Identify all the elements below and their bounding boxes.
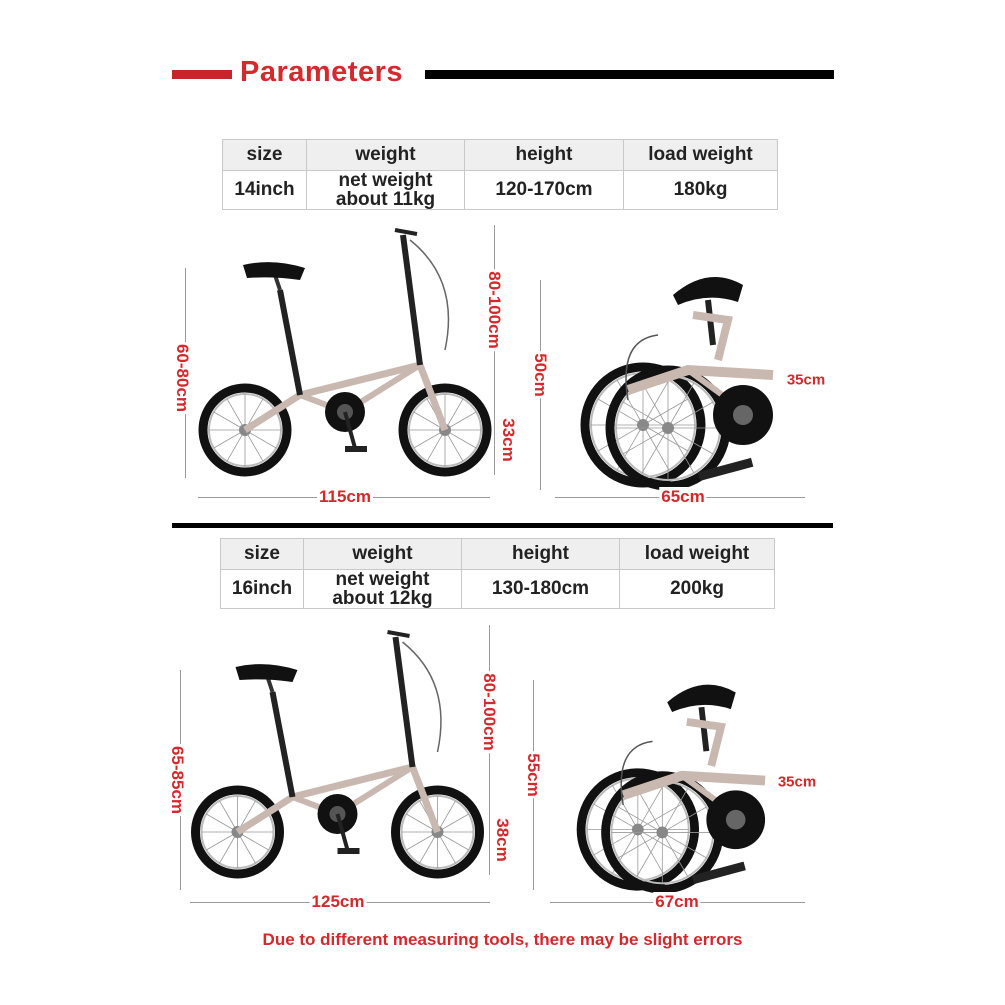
cell-size: 16inch: [220, 569, 304, 609]
weight-line1: net weight: [338, 170, 433, 191]
dim-wheel: 33cm: [498, 416, 518, 464]
measurement-disclaimer: Due to different measuring tools, there …: [262, 930, 743, 949]
header-weight: weight: [303, 538, 462, 570]
cell-load-weight: 200kg: [619, 569, 775, 609]
dim-folded-length: 67cm: [653, 892, 701, 912]
dim-folded-height: 50cm: [530, 351, 550, 399]
dim-seat-height: 60-80cm: [172, 341, 192, 415]
dim-length: 115cm: [317, 487, 373, 507]
spec-table-16inch: size weight height load weight 16inch ne…: [220, 538, 775, 609]
weight-line2: about 11kg: [335, 189, 436, 210]
dim-seat-height: 65-85cm: [167, 743, 187, 817]
dim-folded-length: 65cm: [659, 487, 707, 507]
bike-unfolded-image-14: [198, 228, 492, 477]
bike-folded-image-14: [580, 277, 774, 491]
weight-line1: net weight: [335, 569, 430, 590]
section-divider: [172, 523, 833, 528]
title-accent-bar: [172, 70, 232, 79]
dim-handlebar-height: 80-100cm: [479, 671, 499, 753]
header-load-weight: load weight: [619, 538, 775, 570]
dim-handlebar-height: 80-100cm: [484, 269, 504, 351]
header-height: height: [461, 538, 620, 570]
spec-table-14inch: size weight height load weight 14inch ne…: [222, 139, 778, 210]
dim-wheel: 38cm: [492, 816, 512, 864]
cell-height: 130-180cm: [461, 569, 620, 609]
header-weight: weight: [306, 139, 465, 171]
dim-folded-height: 55cm: [523, 751, 543, 799]
weight-line2: about 12kg: [332, 588, 433, 609]
bike-unfolded-image-16: [191, 630, 484, 879]
cell-size: 14inch: [222, 170, 307, 210]
page-title: Parameters: [240, 56, 403, 88]
header-height: height: [464, 139, 624, 171]
header-load-weight: load weight: [623, 139, 778, 171]
header-size: size: [220, 538, 304, 570]
dim-folded-width: 35cm: [784, 371, 828, 389]
bike-folded-image-16: [576, 684, 766, 894]
cell-load-weight: 180kg: [623, 170, 778, 210]
title-rule: [425, 70, 834, 79]
header-size: size: [222, 139, 307, 171]
dim-length: 125cm: [309, 892, 367, 912]
cell-height: 120-170cm: [464, 170, 624, 210]
dim-folded-width: 35cm: [775, 773, 819, 791]
